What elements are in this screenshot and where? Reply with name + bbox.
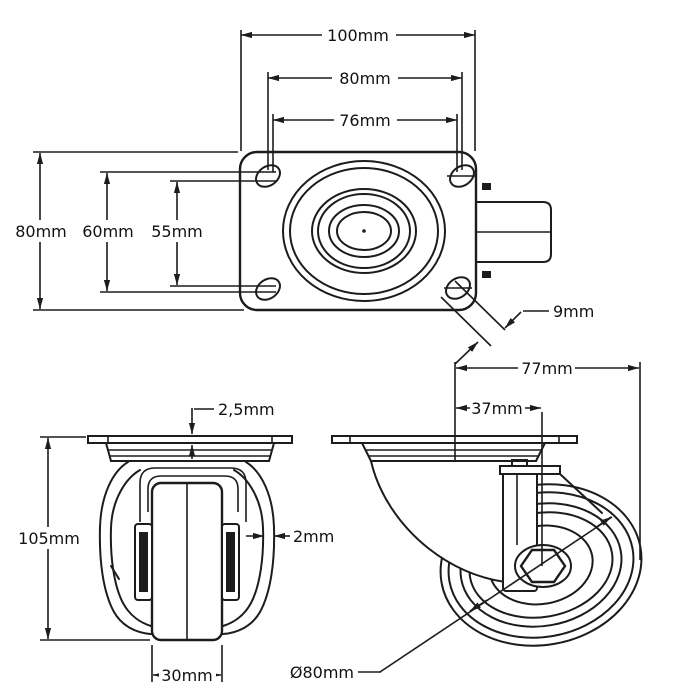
front-wheel [150, 481, 224, 642]
top-view-bearing-rings [282, 160, 446, 302]
dim-label-overall-depth: 80mm [15, 222, 67, 241]
front-plate [87, 435, 293, 444]
fork-tab-bottom [482, 271, 491, 278]
front-swivel-head [105, 442, 275, 462]
dim-label-overall-height: 105mm [18, 529, 80, 548]
dim-plate-thickness: 2,5mm [188, 400, 275, 459]
dim-label-overall-width: 100mm [327, 26, 389, 45]
dim-bolt-hole-width: 9mm [440, 280, 594, 365]
top-view-wheel-protrusion [469, 201, 552, 263]
fork-tab-top [482, 183, 491, 190]
dim-overall-height: 105mm [18, 436, 150, 641]
dim-label-plate-thickness: 2,5mm [218, 400, 275, 419]
dim-axle-offset: 37mm [455, 397, 542, 418]
front-fork-band-left [98, 461, 152, 635]
top-view-plate [238, 150, 478, 312]
dim-overall-width: 100mm [240, 24, 476, 151]
front-fork-weld-mark [110, 565, 120, 580]
dim-label-bolt-spacing-deep: 60mm [82, 222, 134, 241]
side-fork-flange [499, 465, 561, 475]
dim-label-axle-offset: 37mm [471, 399, 523, 418]
dim-bolt-spacing-wide: 80mm [267, 67, 463, 170]
dim-bolt-spacing-narrow: 76mm [272, 109, 458, 172]
side-swivel-head [361, 442, 546, 462]
dim-bolt-spacing-shallow: 55mm [151, 180, 276, 287]
dim-label-bolt-hole-width: 9mm [553, 302, 594, 321]
top-view: 100mm 80mm 76mm 80mm [14, 24, 594, 365]
axle-hex-nut [519, 548, 567, 584]
dim-wheel-diameter: Ø80mm [290, 516, 613, 682]
dim-overall-length: 77mm [455, 357, 641, 560]
dim-label-wheel-diameter: Ø80mm [290, 663, 354, 682]
dim-fork-thickness: 2mm [246, 527, 334, 546]
bolt-holes [255, 164, 477, 301]
front-fork-band-right [222, 461, 276, 635]
dim-label-overall-length: 77mm [521, 359, 573, 378]
dim-label-fork-thickness: 2mm [293, 527, 334, 546]
dim-bolt-spacing-deep: 60mm [81, 171, 276, 293]
dim-label-bolt-spacing-wide: 80mm [339, 69, 391, 88]
dim-label-bolt-spacing-narrow: 76mm [339, 111, 391, 130]
dim-wheel-width: 30mm [151, 645, 223, 685]
front-axle-bracket-left [134, 523, 153, 601]
front-view: 105mm 2,5mm 2mm 30mm [18, 400, 334, 685]
dim-label-bolt-spacing-shallow: 55mm [151, 222, 203, 241]
dim-overall-depth: 80mm [14, 151, 244, 311]
dim-label-wheel-width: 30mm [161, 666, 213, 685]
side-view: 77mm 37mm Ø80mm [290, 357, 643, 682]
front-axle-bracket-right [221, 523, 240, 601]
